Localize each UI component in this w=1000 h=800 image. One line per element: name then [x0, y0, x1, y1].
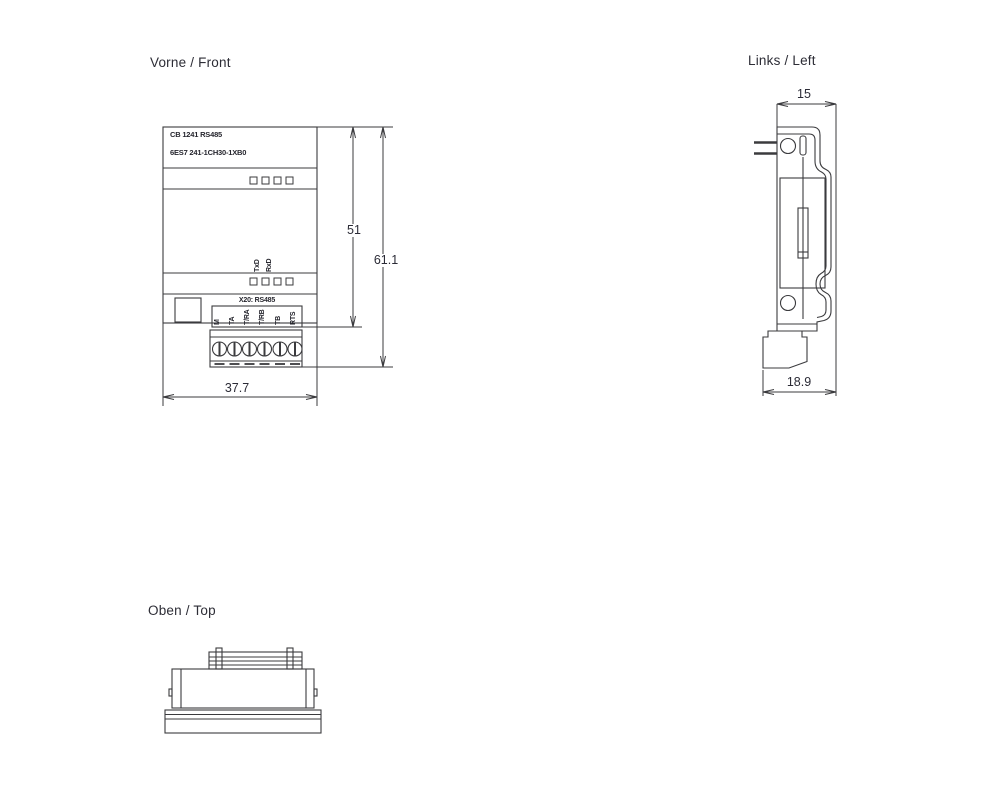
led-indicator — [285, 277, 294, 286]
dim-value-51: 51 — [340, 224, 368, 237]
screw-slots — [218, 342, 296, 356]
left-view-drawing — [754, 101, 837, 396]
front-view-title: Vorne / Front — [150, 55, 231, 70]
led-indicator — [261, 277, 270, 286]
led-indicator — [285, 176, 294, 185]
dim-value-15: 15 — [797, 87, 811, 101]
led-indicator — [273, 277, 282, 286]
top-view-drawing — [164, 647, 322, 734]
terminal-label-rts: RTS — [290, 311, 297, 325]
dimension-line-15 — [776, 101, 837, 107]
dimension-line-18-9 — [762, 389, 837, 395]
terminal-label-box — [211, 305, 303, 328]
din-clip-slider — [797, 207, 809, 259]
led-strip-upper — [249, 176, 294, 185]
terminal-label-ta: TA — [229, 316, 236, 325]
side-latch-tab — [168, 688, 173, 697]
terminal-label-m: M — [214, 319, 221, 325]
front-view-drawing — [162, 126, 393, 406]
top-view-title: Oben / Top — [148, 603, 216, 618]
terminal-label-trb: T/RB — [259, 309, 266, 325]
dimension-line-61-1 — [380, 126, 386, 368]
connector-post — [286, 647, 294, 670]
bus-connector-pins — [754, 141, 777, 155]
terminal-label-tb: TB — [275, 316, 282, 325]
terminal-label-tra: T/RA — [244, 309, 251, 325]
left-housing-inner-wall — [777, 133, 827, 319]
front-window-square — [174, 297, 202, 323]
top-base — [164, 709, 322, 734]
device-name-label: CB 1241 RS485 — [170, 130, 223, 139]
dimension-line-37-7 — [162, 394, 318, 400]
mounting-hole-bottom — [779, 294, 797, 312]
top-bus-connector — [208, 647, 303, 670]
left-body-recess — [779, 177, 826, 289]
connector-port-label: X20: RS485 — [238, 297, 276, 304]
front-body-outline — [162, 126, 318, 324]
left-dimension-lines — [762, 101, 837, 396]
led-label-txd: TxD — [254, 259, 261, 272]
dim-value-37-7: 37.7 — [224, 381, 250, 395]
dim-value-61-1: 61.1 — [369, 254, 403, 267]
latch-slot — [799, 135, 807, 156]
led-indicator — [261, 176, 270, 185]
top-module-body — [168, 668, 318, 709]
side-latch-tab — [313, 688, 318, 697]
led-label-rxd: RxD — [266, 258, 273, 272]
led-indicator — [273, 176, 282, 185]
terminal-block — [209, 329, 303, 368]
mounting-hole-top — [779, 137, 797, 155]
order-number-label: 6ES7 241-1CH30-1XB0 — [170, 148, 247, 157]
dim-value-18-9: 18.9 — [786, 375, 812, 389]
front-dimension-lines — [162, 126, 393, 406]
led-indicator — [249, 277, 258, 286]
left-view-title: Links / Left — [748, 53, 816, 68]
connector-post — [215, 647, 223, 670]
led-indicator — [249, 176, 258, 185]
left-housing-outline — [776, 126, 832, 332]
left-terminal-connector — [762, 330, 808, 369]
led-strip-lower — [249, 277, 294, 286]
screw-terminals — [211, 341, 303, 357]
